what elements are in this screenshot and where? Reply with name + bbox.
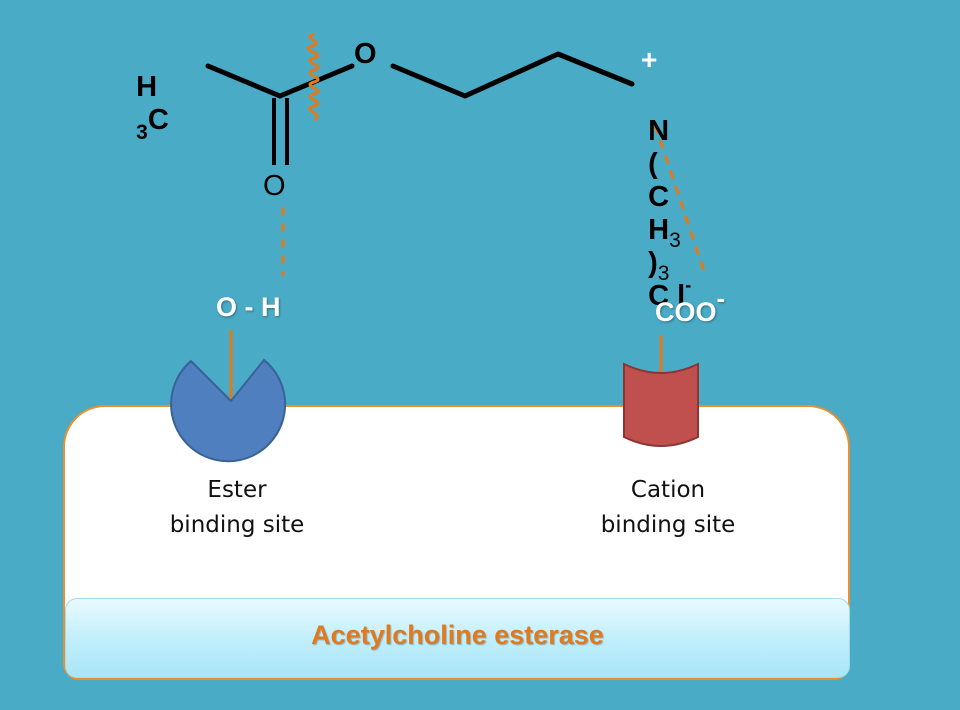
methyl-c: C <box>147 104 169 136</box>
cation-site-label: Cation binding site <box>578 473 758 543</box>
ester-site-label: Ester binding site <box>147 473 327 543</box>
cation-interaction-line <box>653 124 708 278</box>
cation-binding-site-icon <box>623 362 699 447</box>
carboxylate-charge: - <box>716 283 726 313</box>
close-paren: ) <box>648 247 658 279</box>
enzyme-name: Acetylcholine esterase <box>311 620 604 650</box>
ammonium-c: C <box>648 181 670 213</box>
choline-chain <box>390 51 635 99</box>
ester-binding-site-icon <box>170 358 287 463</box>
methyl-carbonyl-bond <box>205 63 283 99</box>
trimethylammonium-group: N ( C H3 )3 C l- <box>632 82 691 313</box>
ammonium-h: H <box>648 214 670 246</box>
cation-label-line1: Cation <box>630 477 706 503</box>
h-subscript: 3 <box>669 229 681 252</box>
chloride-charge: - <box>685 275 692 295</box>
open-paren: ( <box>648 148 658 180</box>
chloride: C l <box>648 280 686 312</box>
ammonium-charge: + <box>641 44 658 75</box>
ester-label-line1: Ester <box>207 477 267 503</box>
carboxylate-group: COO- <box>655 283 725 328</box>
methyl-h: H <box>136 71 158 103</box>
carbonyl-oxygen: O <box>263 170 286 202</box>
methyl-group: H 3C <box>120 38 169 144</box>
ester-label-line2: binding site <box>169 512 305 538</box>
ammonium-n: N <box>648 115 670 147</box>
carboxylate-text: COO <box>655 297 717 327</box>
group-subscript: 3 <box>657 262 670 285</box>
cleavage-wavy-icon <box>306 32 320 122</box>
hydroxyl-group: O - H <box>216 292 281 322</box>
enzyme-name-bar <box>65 598 850 678</box>
ester-oxygen: O <box>354 38 377 70</box>
methyl-subscript: 3 <box>136 121 148 144</box>
cation-label-line2: binding site <box>600 512 736 538</box>
